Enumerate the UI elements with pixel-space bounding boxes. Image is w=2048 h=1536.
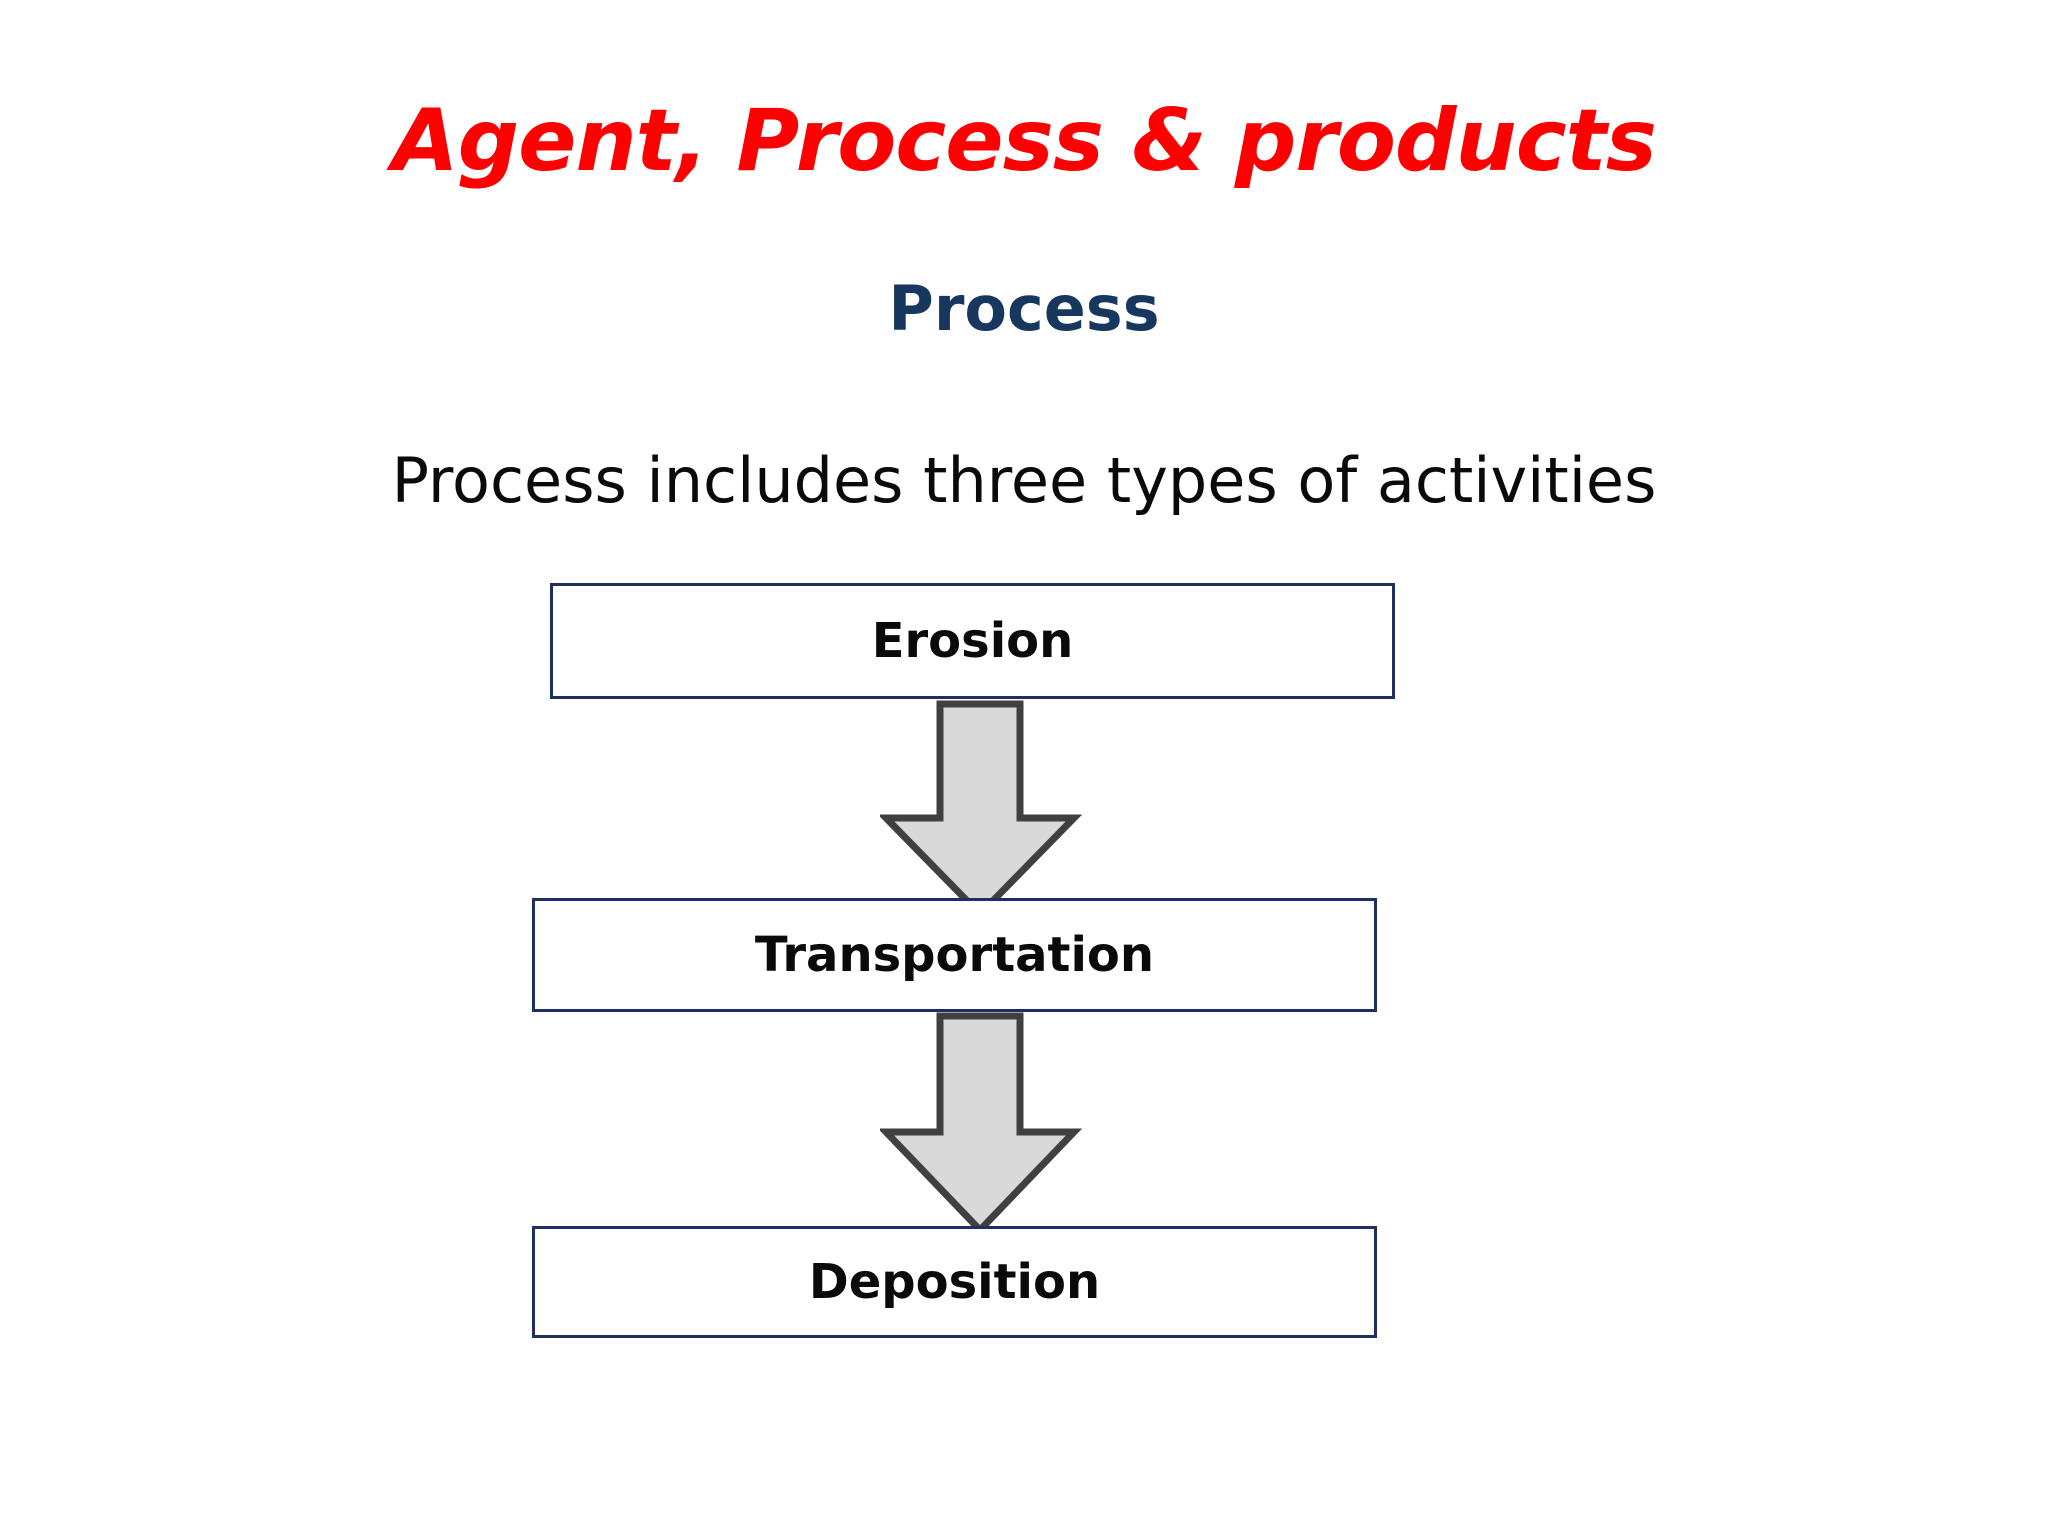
flowchart-box-label: Deposition xyxy=(808,1254,1101,1310)
flowchart-box-label: Transportation xyxy=(754,927,1155,983)
flowchart-box-deposition[interactable]: Deposition xyxy=(532,1226,1377,1338)
flowchart-box-transportation[interactable]: Transportation xyxy=(532,898,1377,1012)
section-heading: Process xyxy=(888,272,1160,345)
flowchart-box-erosion[interactable]: Erosion xyxy=(550,583,1395,699)
page-title: Agent, Process & products xyxy=(392,91,1657,191)
down-arrow-icon xyxy=(877,1012,1130,1236)
body-text: Process includes three types of activiti… xyxy=(391,444,1657,517)
down-arrow-icon xyxy=(877,700,1130,920)
flowchart-box-label: Erosion xyxy=(871,613,1074,669)
